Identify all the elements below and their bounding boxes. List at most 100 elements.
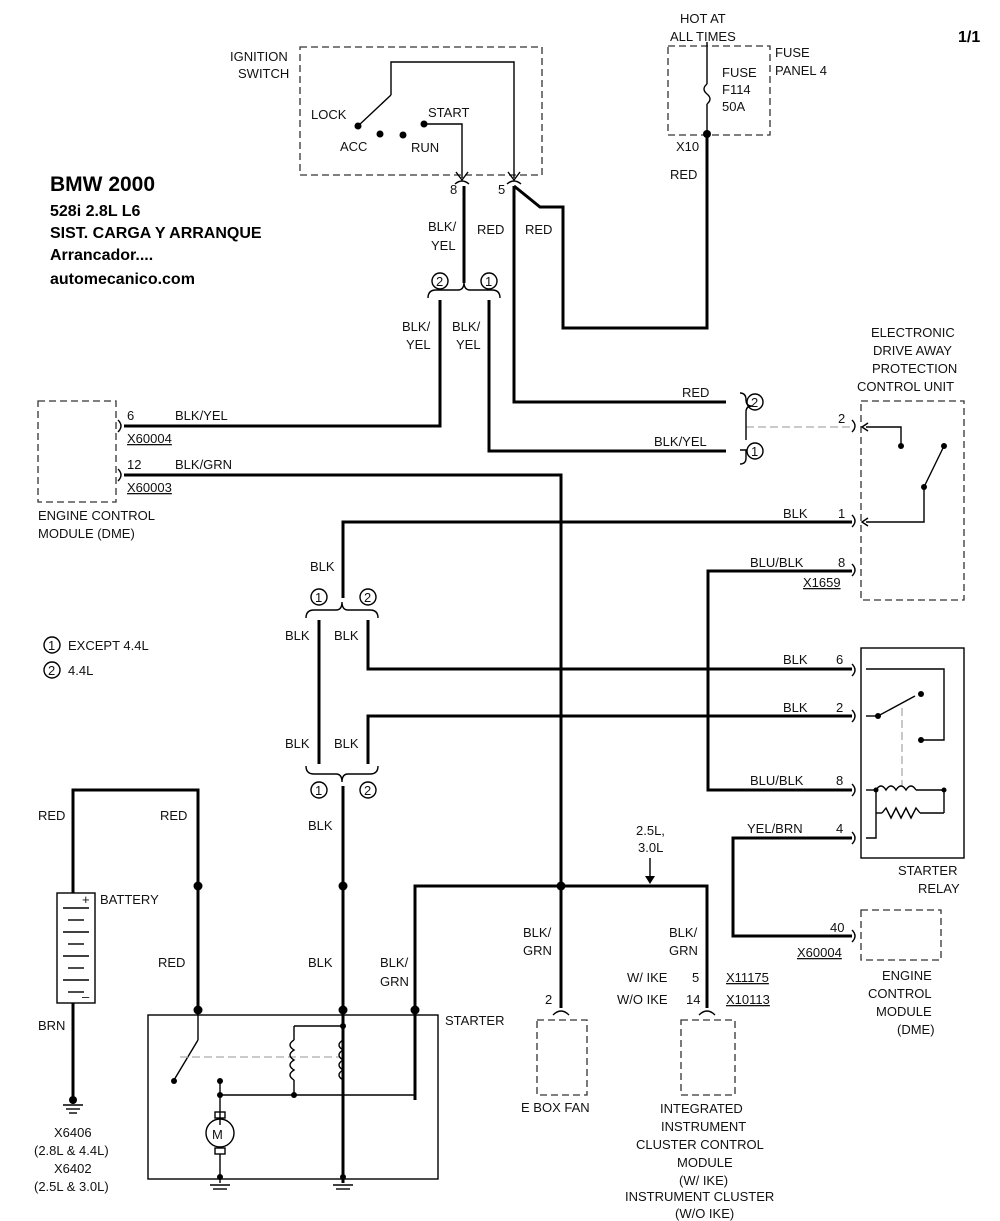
wire-label-blk-l2: BLK	[285, 736, 310, 751]
model-line: 528i 2.8L L6	[50, 203, 141, 220]
run-label: RUN	[411, 140, 439, 155]
wire-label-blk-starter: BLK	[308, 955, 333, 970]
splice-mid: 1 2	[305, 588, 379, 619]
ign-pin-5: 5	[498, 182, 505, 197]
splice-low: 1 2	[305, 765, 379, 799]
relay-pin-8: 8	[836, 773, 843, 788]
relay-label-1: STARTER	[898, 863, 957, 878]
ewp-box	[860, 400, 965, 601]
wire-label-blkyel-ewp: BLK/YEL	[654, 434, 707, 449]
wire-label-blk-l1: BLK	[285, 628, 310, 643]
fuse-to-ign-wire	[513, 134, 709, 330]
wire-label-blkgrn-ike-b: GRN	[669, 943, 698, 958]
ignition-label-2: SWITCH	[238, 66, 289, 81]
fan-pin: 2	[545, 992, 552, 1007]
battery-label: BATTERY	[100, 892, 159, 907]
wire-label-blkgrn-fan-a: BLK/	[523, 925, 552, 940]
fuse-panel: HOT AT ALL TIMES FUSE PANEL 4 FUSE F114 …	[667, 11, 827, 182]
yelbrn-wire	[731, 836, 852, 938]
battery-plus: +	[82, 892, 90, 907]
ignition-switch: IGNITION SWITCH LOCK ACC RUN START 8 5	[230, 46, 543, 197]
ewp-conn-1: 1	[751, 444, 758, 459]
blkyel-to-ewp-wire	[487, 300, 726, 453]
splice-top-2: 1	[485, 274, 492, 289]
ecm-right-label-3: MODULE	[876, 1004, 932, 1019]
wire-label-blk-split: BLK	[310, 559, 335, 574]
wire-label-brn: BRN	[38, 1018, 65, 1033]
motor-icon	[205, 1118, 235, 1148]
hot-label-1: HOT AT	[680, 11, 726, 26]
ecm-right-label-1: ENGINE	[882, 968, 932, 983]
ecm-right-box	[860, 909, 942, 961]
variant-label-1: 2.5L,	[636, 823, 665, 838]
ike-label-6: INSTRUMENT CLUSTER	[625, 1189, 774, 1204]
battery-minus: –	[82, 989, 90, 1004]
ewp-conn: X1659	[803, 575, 841, 590]
ecm-right-label-2: CONTROL	[868, 986, 932, 1001]
ike-label-3: CLUSTER CONTROL	[636, 1137, 764, 1152]
start-label: START	[428, 105, 469, 120]
wire-label-blkgrn-fan-b: GRN	[523, 943, 552, 958]
ground-label-1: X6406	[54, 1125, 92, 1140]
fuse-panel-box	[667, 45, 771, 136]
blublk-wire	[706, 569, 852, 792]
ground-label-2: (2.8L & 4.4L)	[34, 1143, 109, 1158]
ecm-right: 40 X60004 ENGINE CONTROL MODULE (DME)	[797, 909, 942, 1037]
starter: STARTER M	[147, 1005, 504, 1190]
splice-mid-1: 1	[315, 590, 322, 605]
fan-box	[536, 1019, 588, 1096]
battery-box	[56, 892, 96, 1004]
splice-top-1: 2	[436, 274, 443, 289]
relay-w2: BLK	[783, 700, 808, 715]
red-to-ewp-wire	[512, 186, 726, 404]
ike-label-7: (W/O IKE)	[675, 1206, 734, 1221]
legend-num-2: 2	[48, 663, 55, 678]
ike-conn-2: X10113	[726, 992, 770, 1007]
wire-label-red-down: RED	[158, 955, 185, 970]
wire-label-blkyel-d: YEL	[406, 337, 431, 352]
e-box-fan: 2 E BOX FAN	[521, 992, 590, 1115]
section-line: Arrancador....	[50, 247, 153, 264]
fuse-amps: 50A	[722, 99, 745, 114]
fuse-panel-label-1: FUSE	[775, 45, 810, 60]
blkgrn-wire	[124, 473, 563, 1008]
legend-text-1: EXCEPT 4.4L	[68, 638, 149, 653]
ecm-right-label-4: (DME)	[897, 1022, 935, 1037]
fuse-wire-label: RED	[670, 167, 697, 182]
wire-label-blkyel-f: YEL	[456, 337, 481, 352]
wire-label-red-bat-top: RED	[38, 808, 65, 823]
ecm-left-c6: X60004	[127, 431, 172, 446]
motor-label: M	[212, 1127, 223, 1142]
lock-label: LOCK	[311, 107, 347, 122]
blk-relay6-wire	[366, 620, 852, 671]
blk-ewp1-wire	[341, 520, 852, 598]
ike-label-1: INTEGRATED	[660, 1101, 743, 1116]
page-number: 1/1	[958, 29, 980, 46]
ignition-switch-box	[299, 46, 543, 176]
legend-text-2: 4.4L	[68, 663, 93, 678]
wire-label-blkyel-c: BLK/	[402, 319, 431, 334]
fuse-panel-label-2: PANEL 4	[775, 63, 827, 78]
ground-left: X6406 (2.8L & 4.4L) X6402 (2.5L & 3.0L)	[34, 1100, 109, 1194]
starter-relay: 6 2 8 4 BLK BLK BLU/BLK YEL/BRN STARTER …	[747, 647, 965, 896]
wire-label-blk-down: BLK	[308, 818, 333, 833]
ign-pin-8: 8	[450, 182, 457, 197]
ewp-pin-1: 1	[838, 506, 845, 521]
relay-pin-4: 4	[836, 821, 843, 836]
legend: 1 EXCEPT 4.4L 2 4.4L	[43, 636, 149, 679]
ike-label-5: (W/ IKE)	[679, 1173, 728, 1188]
relay-pin-6: 6	[836, 652, 843, 667]
ignition-label-1: IGNITION	[230, 49, 288, 64]
legend-num-1: 1	[48, 638, 55, 653]
ewp-label-3: PROTECTION	[872, 361, 957, 376]
ewp-pin-8: 8	[838, 555, 845, 570]
ike-label-4: MODULE	[677, 1155, 733, 1170]
ewp-label-1: ELECTRONIC	[871, 325, 955, 340]
wire-label-blk-r1: BLK	[334, 628, 359, 643]
relay-label-2: RELAY	[918, 881, 960, 896]
blk-relay2-wire	[366, 714, 852, 764]
ike-with-label: W/ IKE	[627, 970, 668, 985]
ecm-left-label-1: ENGINE CONTROL	[38, 508, 155, 523]
ecm-left-pin12: 12	[127, 457, 141, 472]
ewp-label-2: DRIVE AWAY	[873, 343, 952, 358]
